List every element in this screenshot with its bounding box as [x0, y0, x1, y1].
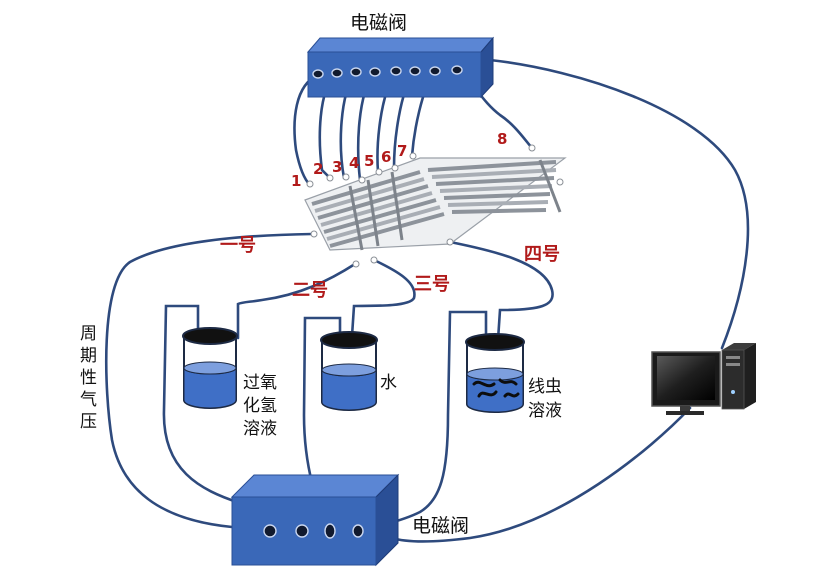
tube-channel-2	[236, 262, 357, 340]
worms	[472, 378, 520, 398]
svg-text:溶液: 溶液	[243, 419, 277, 439]
bottom-valve-ports	[263, 523, 364, 539]
tube-channel-1	[104, 232, 314, 532]
valve-number-3: 3	[332, 158, 342, 176]
valve-number-2: 2	[313, 160, 323, 178]
beaker-worm	[465, 333, 525, 413]
computer-icon	[651, 343, 756, 415]
top-valve-ports	[312, 65, 463, 79]
svg-text:气: 气	[80, 390, 97, 410]
chip-channels-left	[311, 170, 445, 248]
svg-text:期: 期	[80, 346, 97, 366]
svg-text:性: 性	[80, 368, 97, 388]
top-solenoid-valve	[306, 36, 495, 99]
valve-number-4: 4	[349, 154, 359, 172]
channel-3-label: 三号	[414, 274, 450, 295]
svg-text:线虫: 线虫	[528, 377, 562, 397]
water-label: 水	[380, 373, 397, 393]
tube-top-valve-to-computer	[488, 58, 750, 350]
bottom-valve-label: 电磁阀	[412, 515, 469, 537]
tube-channel-3	[350, 258, 416, 338]
svg-text:压: 压	[80, 412, 97, 432]
tube-computer-to-bottom-valve	[390, 406, 692, 543]
microfluidic-chip-icon	[304, 144, 567, 268]
chip-channels-right	[427, 160, 557, 214]
tubes	[104, 58, 750, 543]
tube-channel-4	[448, 240, 554, 342]
text-labels: 电磁阀 电磁阀 一号 二号 三号 四号 1 2 3 4 5 6 7 8 周 期 …	[80, 12, 562, 537]
beaker-h2o2	[182, 327, 238, 409]
valve-number-5: 5	[364, 152, 374, 170]
tube-valve-1	[293, 73, 320, 187]
worm-solution-label: 线虫 溶液	[528, 377, 562, 421]
channel-2-label: 二号	[292, 280, 328, 301]
top-valve-label: 电磁阀	[350, 12, 407, 34]
side-pressure-label: 周 期 性 气 压	[80, 324, 97, 432]
valve-number-8: 8	[497, 130, 507, 148]
h2o2-solution-label: 过氧 化氢 溶液	[243, 373, 277, 439]
valve-number-1: 1	[291, 172, 301, 190]
bottom-solenoid-valve	[230, 473, 400, 567]
channel-1-label: 一号	[220, 235, 256, 256]
valve-number-6: 6	[381, 148, 391, 166]
svg-text:周: 周	[80, 324, 97, 344]
svg-text:溶液: 溶液	[528, 401, 562, 421]
channel-4-label: 四号	[524, 244, 560, 265]
svg-text:过氧: 过氧	[243, 373, 277, 393]
beaker-water	[320, 331, 378, 411]
svg-text:化氢: 化氢	[243, 396, 277, 416]
valve-number-7: 7	[397, 142, 407, 160]
